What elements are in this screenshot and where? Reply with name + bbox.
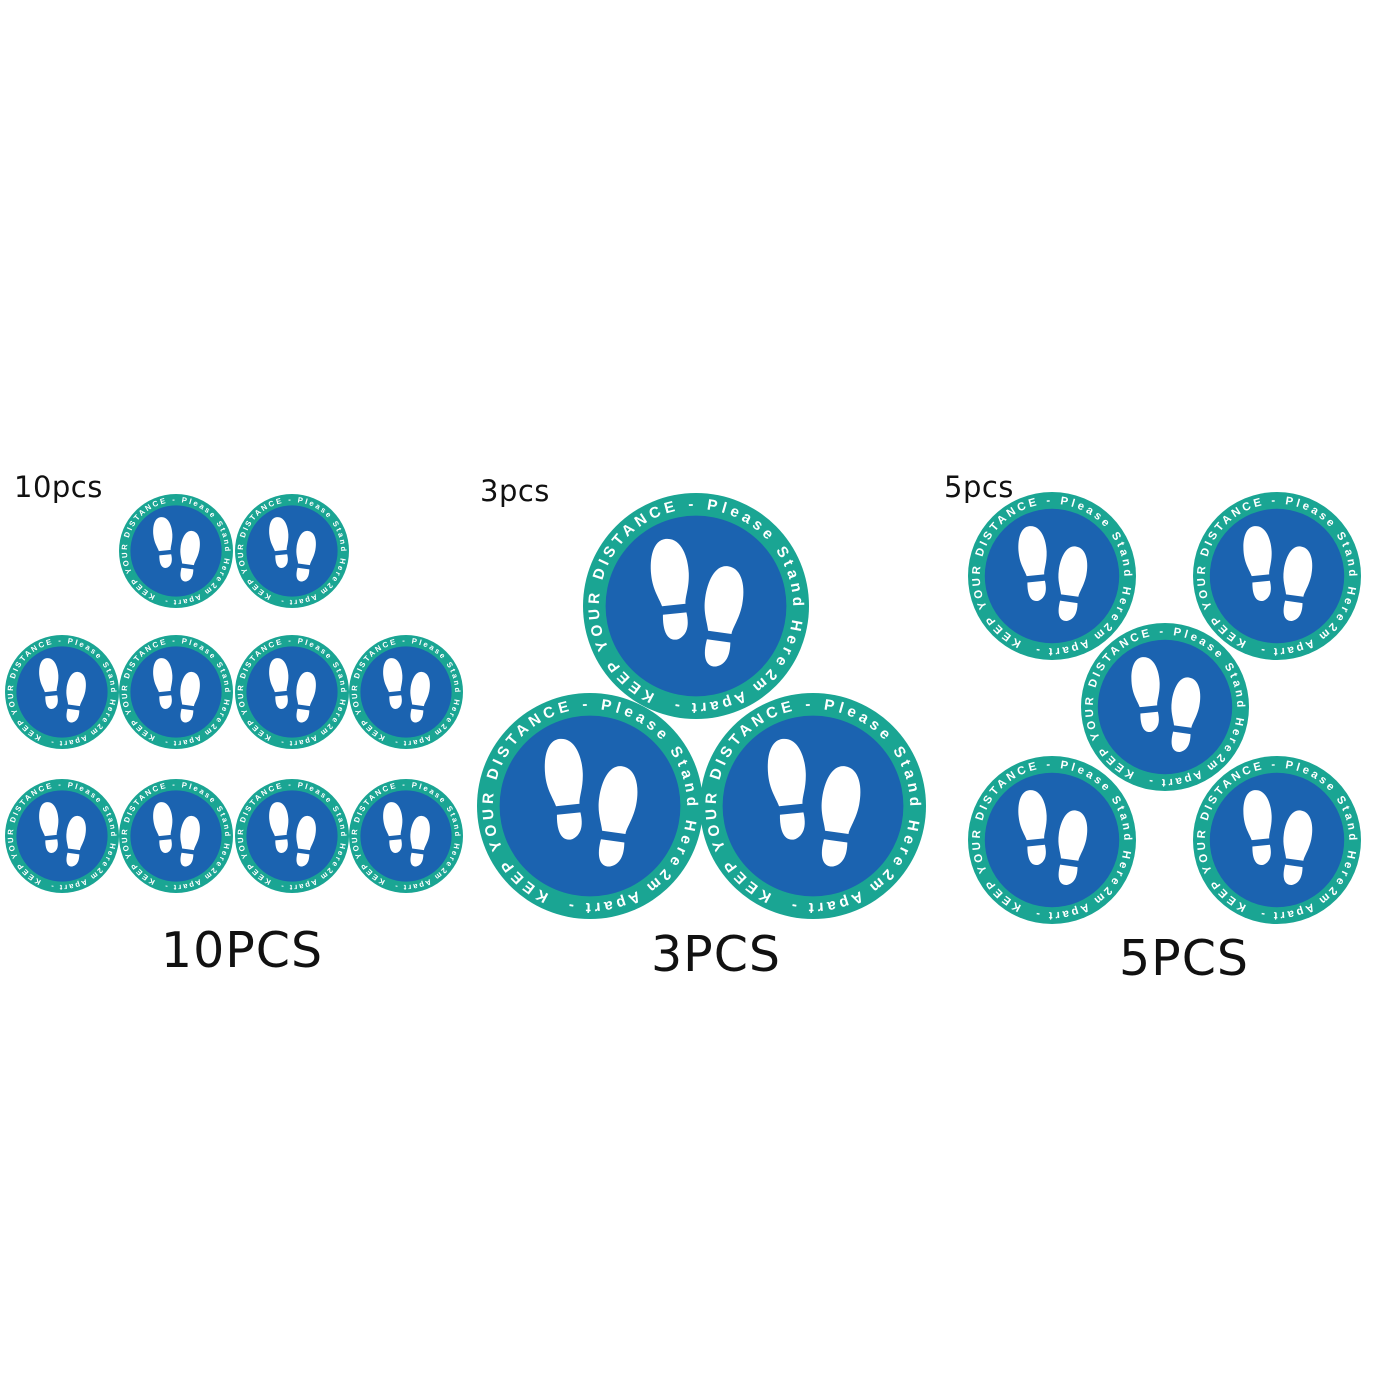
- sticker-center: [130, 646, 222, 738]
- sticker-center: [499, 715, 681, 897]
- footprints-icon: [544, 738, 638, 867]
- footprints-icon: [383, 658, 430, 723]
- footprints-icon: [269, 802, 316, 867]
- group-5-caption: 5PCS: [1118, 930, 1250, 987]
- floor-sticker: KEEP YOUR DISTANCE - Please Stand Here2m…: [119, 779, 233, 893]
- footprints-icon: [153, 517, 200, 582]
- footprints-icon: [1018, 790, 1088, 885]
- group-10-corner-label: 10pcs: [14, 470, 103, 504]
- footprints-icon: [153, 658, 200, 723]
- floor-sticker: KEEP YOUR DISTANCE - Please Stand Here2m…: [119, 494, 233, 608]
- sticker-center: [360, 646, 452, 738]
- floor-sticker: KEEP YOUR DISTANCE - Please Stand Here2m…: [477, 693, 703, 919]
- floor-sticker: KEEP YOUR DISTANCE - Please Stand Here2m…: [1081, 623, 1249, 791]
- sticker-center: [16, 646, 108, 738]
- group-3-caption: 3PCS: [650, 926, 782, 983]
- group-10-caption: 10PCS: [160, 922, 324, 979]
- footprints-icon: [39, 658, 86, 723]
- sticker-center: [605, 515, 787, 697]
- floor-sticker: KEEP YOUR DISTANCE - Please Stand Here2m…: [1193, 492, 1361, 660]
- sticker-center: [1097, 639, 1233, 775]
- floor-sticker: KEEP YOUR DISTANCE - Please Stand Here2m…: [1193, 756, 1361, 924]
- footprints-icon: [153, 802, 200, 867]
- floor-sticker: KEEP YOUR DISTANCE - Please Stand Here2m…: [968, 756, 1136, 924]
- sticker-center: [984, 508, 1120, 644]
- sticker-center: [722, 715, 904, 897]
- group-3-corner-label: 3pcs: [480, 474, 550, 508]
- footprints-icon: [650, 538, 744, 667]
- sticker-center: [130, 790, 222, 882]
- sticker-center: [360, 790, 452, 882]
- sticker-center: [1209, 772, 1345, 908]
- sticker-center: [1209, 508, 1345, 644]
- footprints-icon: [383, 802, 430, 867]
- footprints-icon: [269, 517, 316, 582]
- floor-sticker: KEEP YOUR DISTANCE - Please Stand Here2m…: [583, 493, 809, 719]
- floor-sticker: KEEP YOUR DISTANCE - Please Stand Here2m…: [700, 693, 926, 919]
- floor-sticker: KEEP YOUR DISTANCE - Please Stand Here2m…: [349, 779, 463, 893]
- footprints-icon: [269, 658, 316, 723]
- sticker-center: [130, 505, 222, 597]
- floor-sticker: KEEP YOUR DISTANCE - Please Stand Here2m…: [119, 635, 233, 749]
- floor-sticker: KEEP YOUR DISTANCE - Please Stand Here2m…: [968, 492, 1136, 660]
- footprints-icon: [1243, 526, 1313, 621]
- sticker-center: [246, 505, 338, 597]
- floor-sticker: KEEP YOUR DISTANCE - Please Stand Here2m…: [5, 635, 119, 749]
- sticker-center: [16, 790, 108, 882]
- sticker-center: [984, 772, 1120, 908]
- footprints-icon: [1018, 526, 1088, 621]
- sticker-center: [246, 646, 338, 738]
- footprints-icon: [1243, 790, 1313, 885]
- floor-sticker: KEEP YOUR DISTANCE - Please Stand Here2m…: [235, 779, 349, 893]
- footprints-icon: [767, 738, 861, 867]
- footprints-icon: [39, 802, 86, 867]
- footprints-icon: [1131, 657, 1201, 752]
- sticker-center: [246, 790, 338, 882]
- floor-sticker: KEEP YOUR DISTANCE - Please Stand Here2m…: [235, 494, 349, 608]
- floor-sticker: KEEP YOUR DISTANCE - Please Stand Here2m…: [5, 779, 119, 893]
- group-5-corner-label: 5pcs: [944, 470, 1014, 504]
- floor-sticker: KEEP YOUR DISTANCE - Please Stand Here2m…: [235, 635, 349, 749]
- floor-sticker: KEEP YOUR DISTANCE - Please Stand Here2m…: [349, 635, 463, 749]
